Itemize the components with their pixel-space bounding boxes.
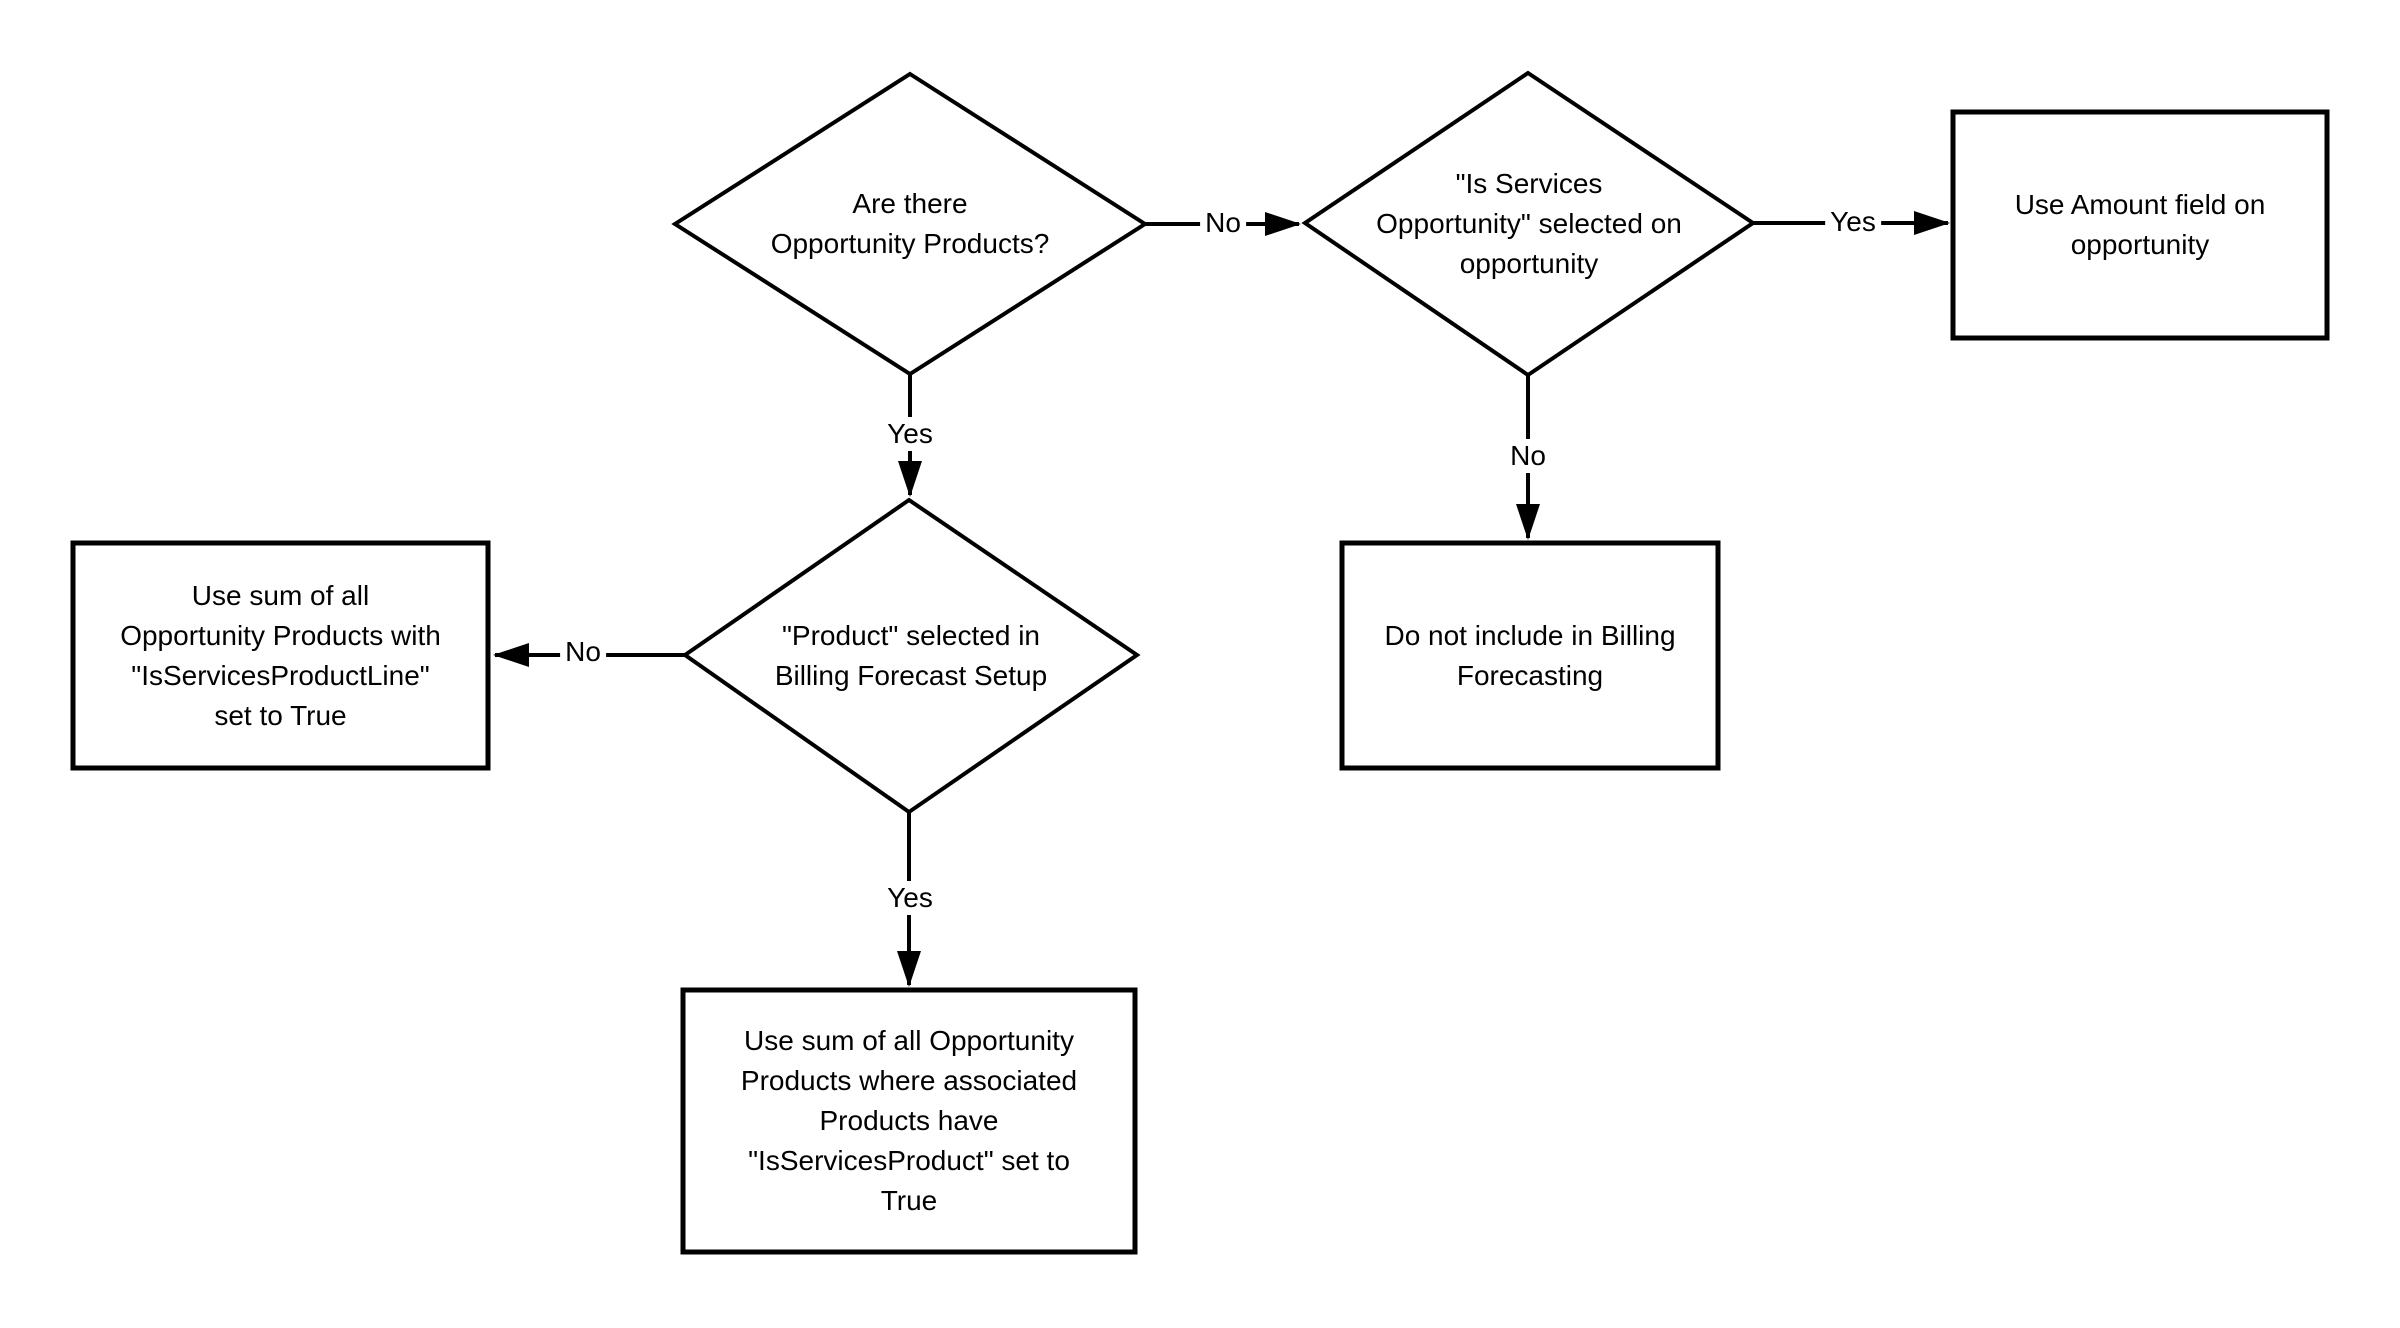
process-use-amount-rect [1950,109,2330,341]
edge-label-product-selected-yes: Yes [882,881,938,915]
edge-label-is-services-opp-no: No [1505,439,1551,473]
decision-product-selected-diamond [681,497,1141,815]
decision-is-services-opp-label: "Is Services Opportunity" selected on op… [1376,168,1682,279]
edge-label-is-services-opp-yes: Yes [1825,205,1881,239]
process-sum-product-line-label: Use sum of all Opportunity Products with… [120,579,441,731]
edge-label-are-products-no: No [1200,206,1246,240]
decision-is-services-opp-diamond [1301,70,1757,378]
process-sum-services-product-label: Use sum of all Opportunity Products wher… [740,1025,1078,1216]
edge-label-product-selected-no: No [560,635,606,669]
edge-label-are-products-yes: Yes [882,417,938,451]
process-sum-product-line-rect [70,540,491,771]
process-do-not-include-rect [1339,540,1721,771]
process-sum-services-product-rect [680,987,1138,1255]
decision-are-products-diamond [671,71,1149,377]
decision-are-products-label: Are there Opportunity Products? [770,188,1050,259]
process-use-amount-label: Use Amount field on opportunity [2014,189,2266,260]
process-do-not-include-label: Do not include in Billing Forecasting [1384,619,1676,691]
decision-product-selected-label: "Product" selected in Billing Forecast S… [774,620,1048,691]
